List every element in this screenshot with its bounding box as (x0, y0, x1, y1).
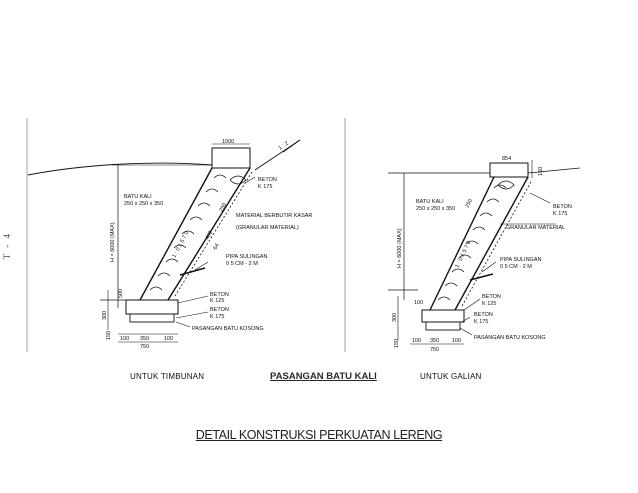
left-dim-150: 150 (106, 331, 112, 340)
left-dim-350: 350 (140, 336, 149, 342)
left-beton-k125-2: K 125 (210, 298, 224, 304)
right-dim-750: 750 (430, 347, 439, 353)
right-height-label: H = 6000 (MAX) (397, 228, 403, 268)
right-beton-k125-1: BETON (482, 294, 501, 300)
right-dim-100: 100 (414, 300, 423, 306)
right-dim-top: 854 (502, 156, 511, 162)
right-pipe-1: PIPA SULINGAN (500, 257, 541, 263)
left-slope-text: 1 : 0.1 5 7 0 (171, 230, 190, 258)
right-beton-top-1: BETON (553, 204, 572, 210)
right-dim-350: 350 (430, 338, 439, 344)
left-dim-64: 64 (213, 243, 221, 251)
left-slope-ratio: 1 : 2 (278, 141, 290, 152)
left-dim-top: 1000 (222, 139, 234, 145)
left-labels: 1000 1 : 2 BATU KALI 250 x 250 x 350 H =… (102, 139, 312, 350)
caption-left: UNTUK TIMBUNAN (130, 372, 205, 381)
left-foot-label: PASANGAN BATU KOSONG (192, 326, 264, 332)
right-beton-k125-2: K 125 (482, 301, 496, 307)
right-dim-150-top: 150 (538, 167, 544, 176)
left-pipe-1: PIPA SULINGAN (226, 254, 267, 260)
left-dim-500: 500 (118, 289, 124, 298)
left-material-1: MATERIAL BERBUTIR KASAR (236, 213, 312, 219)
left-beton-k125-1: BETON (210, 292, 229, 298)
right-beton-top-2: K 175 (553, 211, 567, 217)
page-title: DETAIL KONSTRUKSI PERKUATAN LERENG (195, 428, 443, 442)
right-stone-size: 250 x 250 x 350 (416, 206, 455, 212)
right-labels: 854 150 BATU KALI 250 x 250 x 350 H = 60… (392, 156, 572, 353)
left-beton-top-1: BETON (258, 177, 277, 183)
right-dim-250: 250 (464, 198, 474, 209)
left-beton-k175-2: K 175 (210, 314, 224, 320)
left-beton-top-2: K 175 (258, 184, 272, 190)
left-dim-250: 250 (219, 202, 229, 213)
caption-right: UNTUK GALIAN (420, 372, 482, 381)
left-stone-label: BATU KALI (124, 194, 152, 200)
right-dim-100b: 100 (452, 338, 461, 344)
right-beton-k175-2: K 175 (474, 319, 488, 325)
right-detail (388, 160, 581, 345)
right-material: GRANULAR MATERIAL (506, 225, 565, 231)
right-dim-150: 150 (394, 339, 400, 348)
left-pipe-2: 0 5 CM - 2 M (226, 261, 258, 267)
caption-center: PASANGAN BATU KALI (270, 371, 377, 382)
right-dim-300: 300 (392, 313, 398, 322)
right-pipe-2: 0 5 CM - 2 M (500, 264, 532, 270)
left-dim-300: 300 (102, 311, 108, 320)
left-dim-100a: 100 (120, 336, 129, 342)
right-beton-k175-1: BETON (474, 312, 493, 318)
right-dim-100a: 100 (412, 338, 421, 344)
left-dim-750: 750 (140, 344, 149, 350)
left-beton-k175-1: BETON (210, 307, 229, 313)
right-stone-label: BATU KALI (416, 199, 444, 205)
left-detail (27, 139, 301, 343)
left-dim-100b: 100 (164, 336, 173, 342)
left-height-label: H = 6000 (MAX) (110, 222, 116, 262)
left-stone-size: 250 x 250 x 350 (124, 201, 163, 207)
right-foot-label: PASANGAN BATU KOSONG (474, 335, 546, 341)
left-dim-400: 400 (205, 230, 215, 241)
left-material-2: (GRANULAR MATERIAL) (236, 225, 299, 231)
